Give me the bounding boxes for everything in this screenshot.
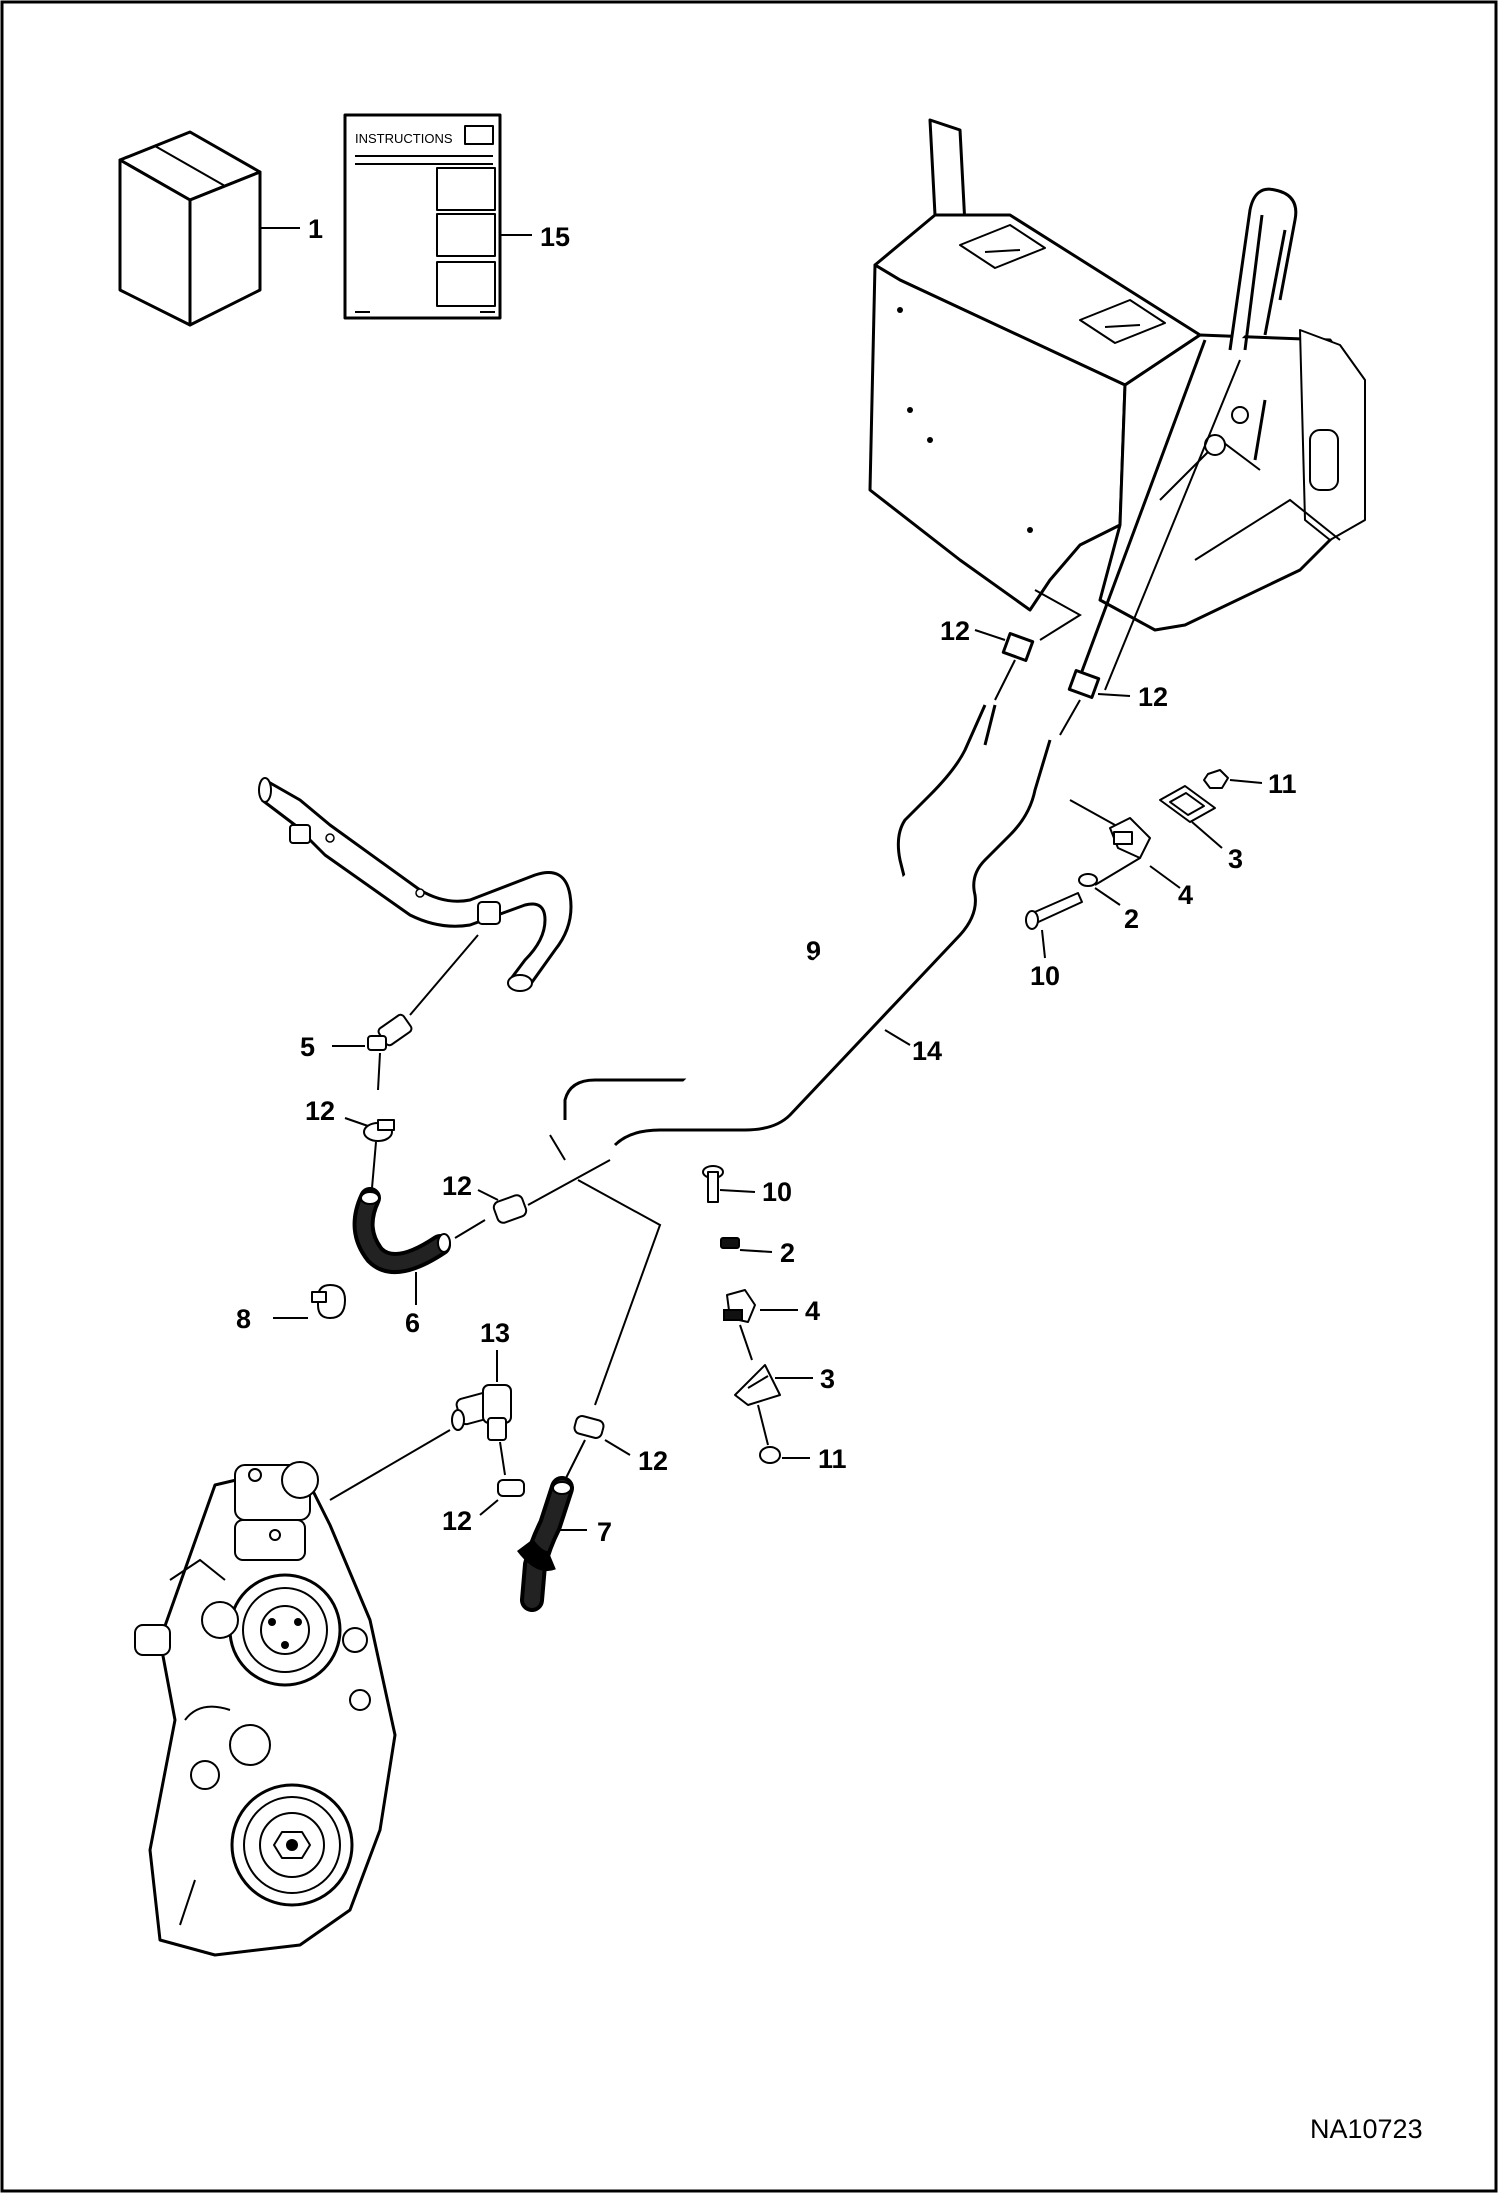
callout-12b: 12 <box>1138 682 1168 712</box>
guide-plate-nut <box>757 1404 769 1446</box>
callout-12e: 12 <box>638 1446 668 1476</box>
guide-tube14-hose7 <box>577 1179 662 1406</box>
hose-7 <box>517 1476 574 1612</box>
callout-10a: 10 <box>1030 961 1060 991</box>
callout-2a: 2 <box>1124 904 1139 934</box>
guide-clamp-hose-6 <box>371 1141 377 1189</box>
leader-14 <box>884 1029 911 1046</box>
hose-clamp-lower-left <box>497 1479 525 1497</box>
guide-tube9-end <box>549 1134 566 1161</box>
callout-7: 7 <box>597 1517 612 1547</box>
guide-fitting-clamp <box>377 1052 381 1091</box>
coolant-pipe <box>258 777 573 992</box>
tube-14 <box>613 739 1052 1147</box>
guide-hose6-clamp <box>454 1219 486 1239</box>
p-clamp-8 <box>311 1284 346 1319</box>
guide-clamp-hose7 <box>564 1439 586 1481</box>
leader-12c <box>344 1117 369 1127</box>
callout-11b: 11 <box>818 1444 847 1474</box>
heater-housing <box>868 118 1366 632</box>
callout-4a: 4 <box>1178 880 1193 910</box>
clip-4-lower <box>723 1289 756 1323</box>
callout-12a: 12 <box>940 616 970 646</box>
leader-12d <box>477 1189 499 1201</box>
clip-plate-3-lower <box>734 1364 781 1406</box>
nut-11-lower <box>759 1446 781 1464</box>
washer-2-upper <box>1078 873 1098 887</box>
guide-clip-plate <box>739 1324 753 1361</box>
leader-3a <box>1191 821 1223 849</box>
callout-12f: 12 <box>442 1506 472 1536</box>
leader-12f <box>479 1499 499 1516</box>
leader-10a <box>1041 929 1046 959</box>
guide-clamp-tube-14 <box>1059 699 1081 736</box>
callout-5: 5 <box>300 1032 315 1062</box>
callout-6: 6 <box>405 1308 420 1338</box>
heater-tubes-upper <box>1228 187 1298 461</box>
heater-tube-left <box>1073 339 1207 691</box>
leader-11a <box>1229 779 1263 784</box>
callout-8: 8 <box>236 1304 251 1334</box>
callout-12c: 12 <box>305 1096 335 1126</box>
callout-13: 13 <box>480 1318 510 1348</box>
hose-clamp-lower-right <box>573 1415 605 1439</box>
callout-11a: 11 <box>1268 769 1297 799</box>
guide-clamp-tube <box>527 1159 611 1206</box>
hose-clamp-mid <box>492 1194 528 1224</box>
part-instructions-15: INSTRUCTIONS <box>343 113 502 320</box>
callout-14: 14 <box>912 1036 942 1066</box>
heater-tube-right <box>1104 359 1241 691</box>
callout-15: 15 <box>540 222 570 252</box>
instructions-label: INSTRUCTIONS <box>355 131 453 146</box>
guide-line-a <box>1034 589 1082 641</box>
guide-elbow-clamp <box>499 1441 506 1476</box>
callout-2b: 2 <box>780 1238 795 1268</box>
callout-1: 1 <box>308 214 323 244</box>
leader-12e <box>604 1439 631 1456</box>
callout-3a: 3 <box>1228 844 1243 874</box>
hose-clamp-6-top <box>363 1119 395 1142</box>
guide-clamp-tube-9 <box>994 659 1016 701</box>
part-box-1 <box>118 130 262 327</box>
clip-plate-3-upper <box>1159 785 1216 823</box>
washer-2-lower <box>720 1237 740 1249</box>
clip-4-upper <box>1109 817 1151 859</box>
hose-clamp-upper-left <box>1001 631 1035 663</box>
hose-clamp-upper-right <box>1067 668 1101 700</box>
callout-10b: 10 <box>762 1177 792 1207</box>
callout-4b: 4 <box>805 1296 820 1326</box>
hose-6 <box>352 1187 451 1274</box>
bolt-10-upper <box>1025 892 1083 930</box>
leader-4a <box>1149 865 1181 889</box>
guide-pipe-fitting <box>409 934 479 1016</box>
drawing-number: NA10723 <box>1310 2114 1423 2144</box>
guide-elbow-engine <box>329 1429 451 1501</box>
callout-3b: 3 <box>820 1364 835 1394</box>
leader-2b <box>739 1249 773 1253</box>
nut-11-upper <box>1203 769 1229 789</box>
leader-12b <box>1097 693 1131 697</box>
callout-12d: 12 <box>442 1171 472 1201</box>
fitting-5 <box>367 1013 413 1051</box>
guide-line-clip-upper <box>1069 799 1116 826</box>
leader-12a <box>974 629 1006 641</box>
leader-2a <box>1094 887 1121 906</box>
guide-clip-washer <box>1094 857 1141 886</box>
bolt-10-lower <box>702 1165 724 1203</box>
elbow-fitting-13 <box>451 1384 512 1441</box>
engine-front <box>134 1461 397 1957</box>
leader-10b <box>719 1189 756 1193</box>
